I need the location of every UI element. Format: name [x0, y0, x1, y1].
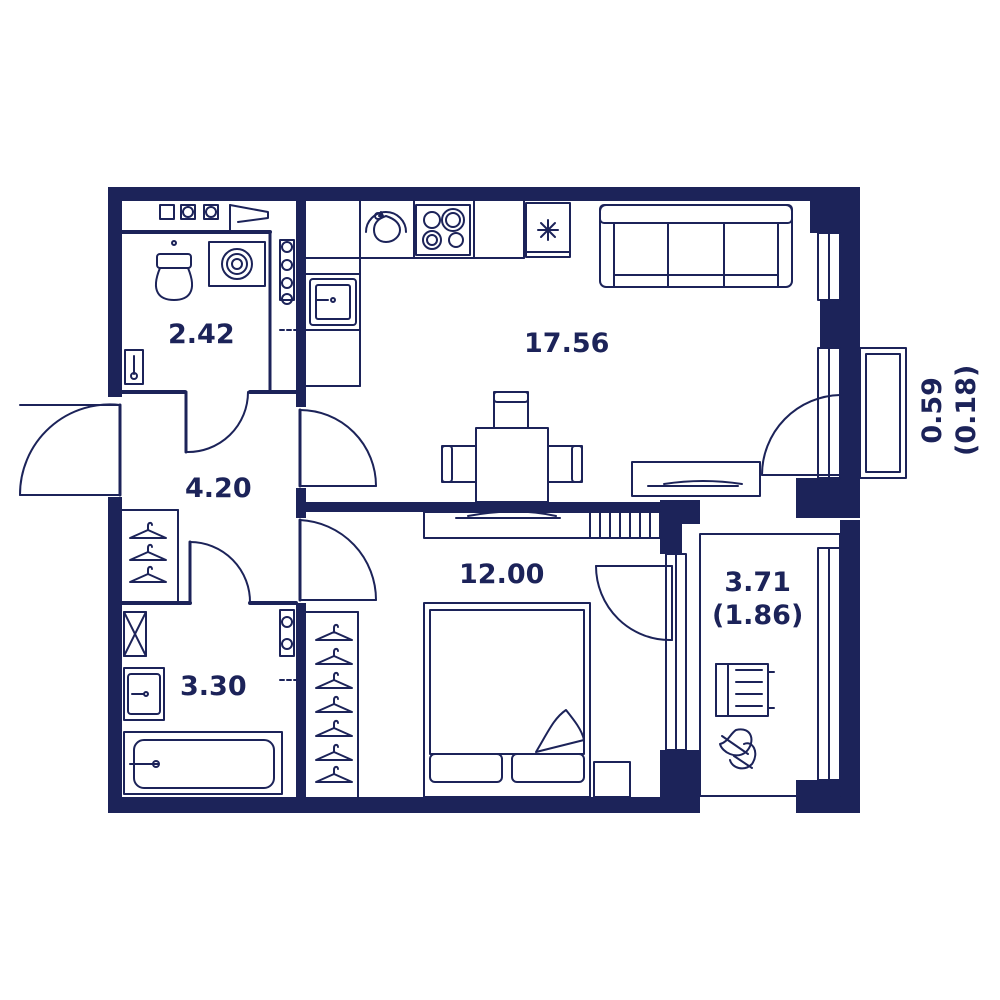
exterior-walls	[108, 187, 860, 813]
washing-machine-icon	[208, 241, 266, 287]
room-area-loggia: 3.71 (1.86)	[712, 569, 803, 629]
chair-icon	[547, 445, 583, 483]
pipes-icon	[279, 609, 297, 681]
riser-icon	[159, 204, 269, 233]
nightstand-icon	[593, 761, 631, 798]
dining-table-icon	[475, 427, 549, 503]
room-area-value: 3.30	[180, 671, 247, 702]
room-area-hallway: 4.20	[185, 475, 252, 502]
sink-icon	[123, 667, 165, 721]
bathroom-fixtures	[123, 611, 147, 657]
radiator-icon	[589, 511, 661, 539]
plant-icon	[719, 728, 757, 770]
door-swing-icon	[595, 565, 673, 642]
room-area-value: 4.20	[185, 473, 252, 504]
hanger-icon	[305, 611, 359, 798]
pipes-icon	[279, 239, 297, 331]
tv-stand-icon	[423, 510, 591, 539]
window-icon	[665, 232, 841, 781]
door-swing-icon	[188, 540, 252, 605]
room-area-bedroom: 12.00	[459, 561, 544, 588]
room-area-kitchen-living: 17.56	[524, 330, 609, 357]
room-area-toilet: 2.42	[168, 321, 235, 348]
room-area-value: 0.59	[917, 377, 948, 444]
hanger-icon	[129, 521, 167, 583]
bathtub-icon	[123, 731, 283, 795]
kitchen-counter	[305, 200, 525, 387]
room-area-balcony: 0.59 (0.18)	[916, 365, 984, 456]
door-swing-icon	[761, 394, 841, 476]
room-area-value: 17.56	[524, 328, 610, 359]
room-reduced-area-value: (1.86)	[712, 600, 804, 631]
tv-stand-icon	[631, 461, 761, 497]
chair-icon	[493, 391, 529, 429]
balcony-outline	[859, 347, 907, 479]
chair-icon	[441, 445, 477, 483]
bed-icon	[423, 602, 591, 798]
loggia-outline	[699, 533, 841, 797]
entrance-door-icon	[18, 403, 122, 497]
stove-icon	[415, 204, 471, 256]
interior-walls	[120, 230, 298, 605]
door-swing-icon	[298, 518, 378, 602]
door-swing-icon	[298, 408, 377, 488]
sink-icon	[309, 278, 357, 326]
sofa-icon	[599, 204, 793, 288]
room-area-value: 12.00	[459, 559, 545, 590]
lounge-chair-icon	[715, 663, 775, 717]
door-swing-icon	[184, 390, 249, 454]
room-reduced-area-value: (0.18)	[950, 364, 982, 456]
room-area-value: 3.71	[724, 567, 791, 598]
room-area-value: 2.42	[168, 319, 235, 350]
room-area-bathroom: 3.30	[180, 673, 247, 700]
water-heater-icon	[365, 211, 407, 243]
water-heater-icon	[124, 349, 144, 385]
toilet-icon	[155, 240, 193, 301]
fridge-icon	[525, 202, 571, 258]
